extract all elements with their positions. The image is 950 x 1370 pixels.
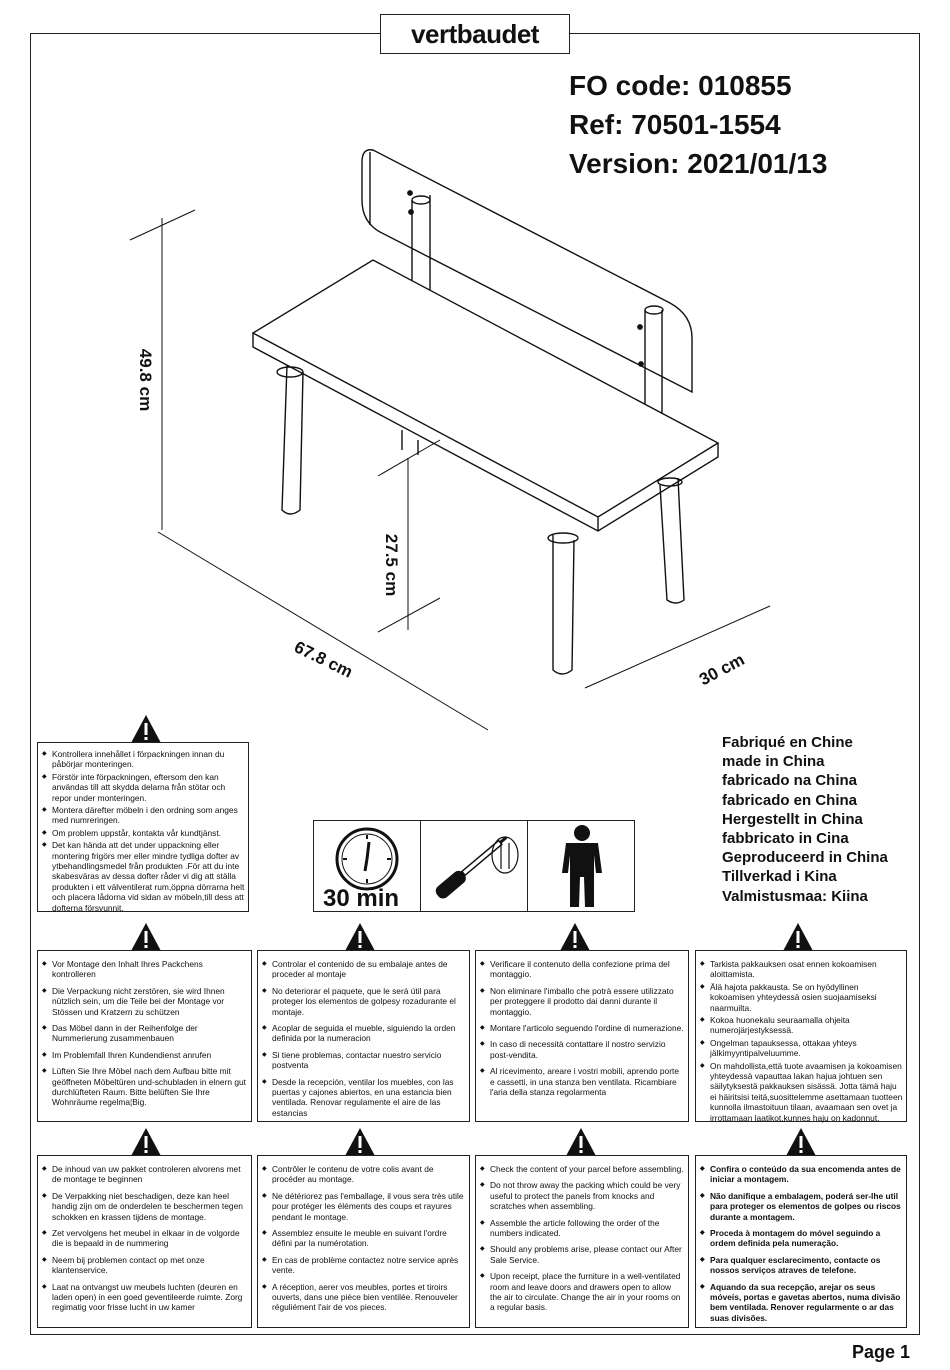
made-in-en: made in China [722,753,825,771]
instruction-item: Älä hajota pakkausta. Se on hyödyllinen … [700,982,903,1013]
instruction-item: Contrôler le contenu de votre colis avan… [262,1164,466,1185]
instruction-item: On mahdollista,että tuote avaamisen ja k… [700,1061,903,1123]
screwdriver-icon [435,836,519,899]
warning-triangle-icon [131,1128,161,1156]
warning-triangle-icon [566,1128,596,1156]
instruction-item: Tarkista pakkauksen osat ennen kokoamise… [700,959,903,980]
instruction-item: Om problem uppstår, kontakta vår kundtjä… [42,828,245,839]
instructions-french: Contrôler le contenu de votre colis avan… [257,1155,470,1328]
person-cell [528,821,636,911]
instruction-item: Controlar el contenido de su embalaje an… [262,959,466,980]
made-in-de: Hergestellt in China [722,810,863,828]
instruction-item: Assemble the article following the order… [480,1218,685,1239]
fo-code: FO code: 010855 [569,70,792,101]
instruction-item: Não danifique a embalagem, poderá ser-lh… [700,1191,903,1222]
instruction-item: Proceda à montagem do móvel seguindo a o… [700,1228,903,1249]
reference: Ref: 70501-1554 [569,109,781,140]
instruction-item: Desde la recepción, ventilar los muebles… [262,1077,466,1119]
instruction-item: Upon receipt, place the furniture in a w… [480,1271,685,1313]
bench-drawing [129,149,771,731]
made-in-es: fabricado en China [722,791,858,809]
made-in-fr: Fabriqué en Chine [722,734,853,751]
warning-triangle-icon [131,715,161,743]
warning-triangle-icon [560,923,590,951]
assembly-info-box: 30 min [313,820,635,912]
instructions-finnish: Tarkista pakkauksen osat ennen kokoamise… [695,950,907,1123]
instruction-item: Das Möbel dann in der Reihenfolge der Nu… [42,1023,248,1044]
instructions-italian: Verificare il contenuto della confezione… [475,950,689,1122]
dimension-height-total: 49.8 cm [136,348,156,412]
warning-triangle-icon [131,923,161,951]
instruction-item: Aquando da sua recepção, arejar os seus … [700,1282,903,1324]
instruction-item: Det kan hända att det under uppackning e… [42,840,245,913]
warning-triangle-icon [345,1128,375,1156]
clock-icon [335,827,399,891]
version: Version: 2021/01/13 [569,148,828,179]
instructions-portuguese: Confira o conteúdo da sua encomenda ante… [695,1155,907,1328]
instruction-item: Do not throw away the packing which coul… [480,1180,685,1211]
instructions-swedish: Kontrollera innehållet i förpackningen i… [37,742,249,913]
instruction-item: Förstör inte förpackningen, eftersom den… [42,772,245,803]
instruction-item: Non eliminare l'imballo che potrà essere… [480,986,685,1017]
instruction-item: Kokoa huonekalu seuraamalla ohjeita nume… [700,1015,903,1036]
instruction-item: Ne détériorez pas l'emballage, il vous s… [262,1191,466,1222]
made-in-it: fabbricato in Cina [722,830,849,848]
instruction-item: Ongelman tapauksessa, ottakaa yhteys jäl… [700,1038,903,1059]
instructions-spanish: Controlar el contenido de su embalaje an… [257,950,470,1122]
instruction-item: Should any problems arise, please contac… [480,1244,685,1265]
instruction-item: De Verpakking niet beschadigen, deze kan… [42,1191,248,1222]
instruction-item: Neem bij problemen contact op met onze k… [42,1255,248,1276]
instruction-item: Para qualquer esclarecimento, contacte o… [700,1255,903,1276]
product-codes: FO code: 010855 Ref: 70501-1554 Version:… [569,66,827,183]
made-in-sv: Tillverkad i Kina [722,868,837,886]
instruction-item: No deteriorar el paquete, que le será út… [262,986,466,1017]
made-in-fi: Valmistusmaa: Kiina [722,887,868,905]
instruction-item: A réception, aerer vos meubles, portes e… [262,1282,466,1313]
instruction-item: Confira o conteúdo da sua encomenda ante… [700,1164,903,1185]
instruction-item: In caso di necessità contattare il nostr… [480,1039,685,1060]
instruction-item: Die Verpackung nicht zerstören, sie wird… [42,986,248,1017]
instruction-item: Vor Montage den Inhalt Ihres Packchens k… [42,959,248,980]
made-in-list: Fabriqué en Chine made in China fabricad… [722,733,888,906]
instruction-item: Laat na ontvangst uw meubels luchten (de… [42,1282,248,1313]
instructions-dutch: De inhoud van uw pakket controleren alvo… [37,1155,252,1328]
warning-triangle-icon [786,1128,816,1156]
instruction-item: Al ricevimento, areare i vostri mobili, … [480,1066,685,1097]
assembly-time: 30 min [323,885,400,912]
instruction-item: Montare l'articolo seguendo l'ordine di … [480,1023,685,1034]
brand-logo: vertbaudet [380,14,570,54]
instructions-german: Vor Montage den Inhalt Ihres Packchens k… [37,950,252,1122]
instruction-item: Check the content of your parcel before … [480,1164,685,1175]
instruction-item: Lüften Sie Ihre Möbel nach dem Aufbau bi… [42,1066,248,1108]
tool-cell [421,821,528,911]
warning-triangle-icon [345,923,375,951]
instruction-item: Verificare il contenuto della confezione… [480,959,685,980]
made-in-nl: Geproduceerd in China [722,849,888,867]
instruction-item: Si tiene problemas, contactar nuestro se… [262,1050,466,1071]
warning-triangle-icon [783,923,813,951]
instructions-english: Check the content of your parcel before … [475,1155,689,1328]
instruction-item: De inhoud van uw pakket controleren alvo… [42,1164,248,1185]
page-number: Page 1 [851,1342,910,1362]
made-in-pt: fabricado na China [722,772,858,790]
instruction-item: Im Problemfall Ihren Kundendienst anrufe… [42,1050,248,1061]
instruction-item: En cas de problème contactez notre servi… [262,1255,466,1276]
instruction-item: Assemblez ensuite le meuble en suivant l… [262,1228,466,1249]
one-person-icon [562,825,602,907]
instruction-item: Kontrollera innehållet i förpackningen i… [42,749,245,770]
instruction-item: Montera därefter möbeln i den ordning so… [42,805,245,826]
assembly-time-cell: 30 min [314,821,421,912]
instruction-item: Zet vervolgens het meubel in elkaar in d… [42,1228,248,1249]
dimension-seat-height: 27.5 cm [382,533,402,597]
instruction-item: Acoplar de seguida el mueble, siguiendo … [262,1023,466,1044]
